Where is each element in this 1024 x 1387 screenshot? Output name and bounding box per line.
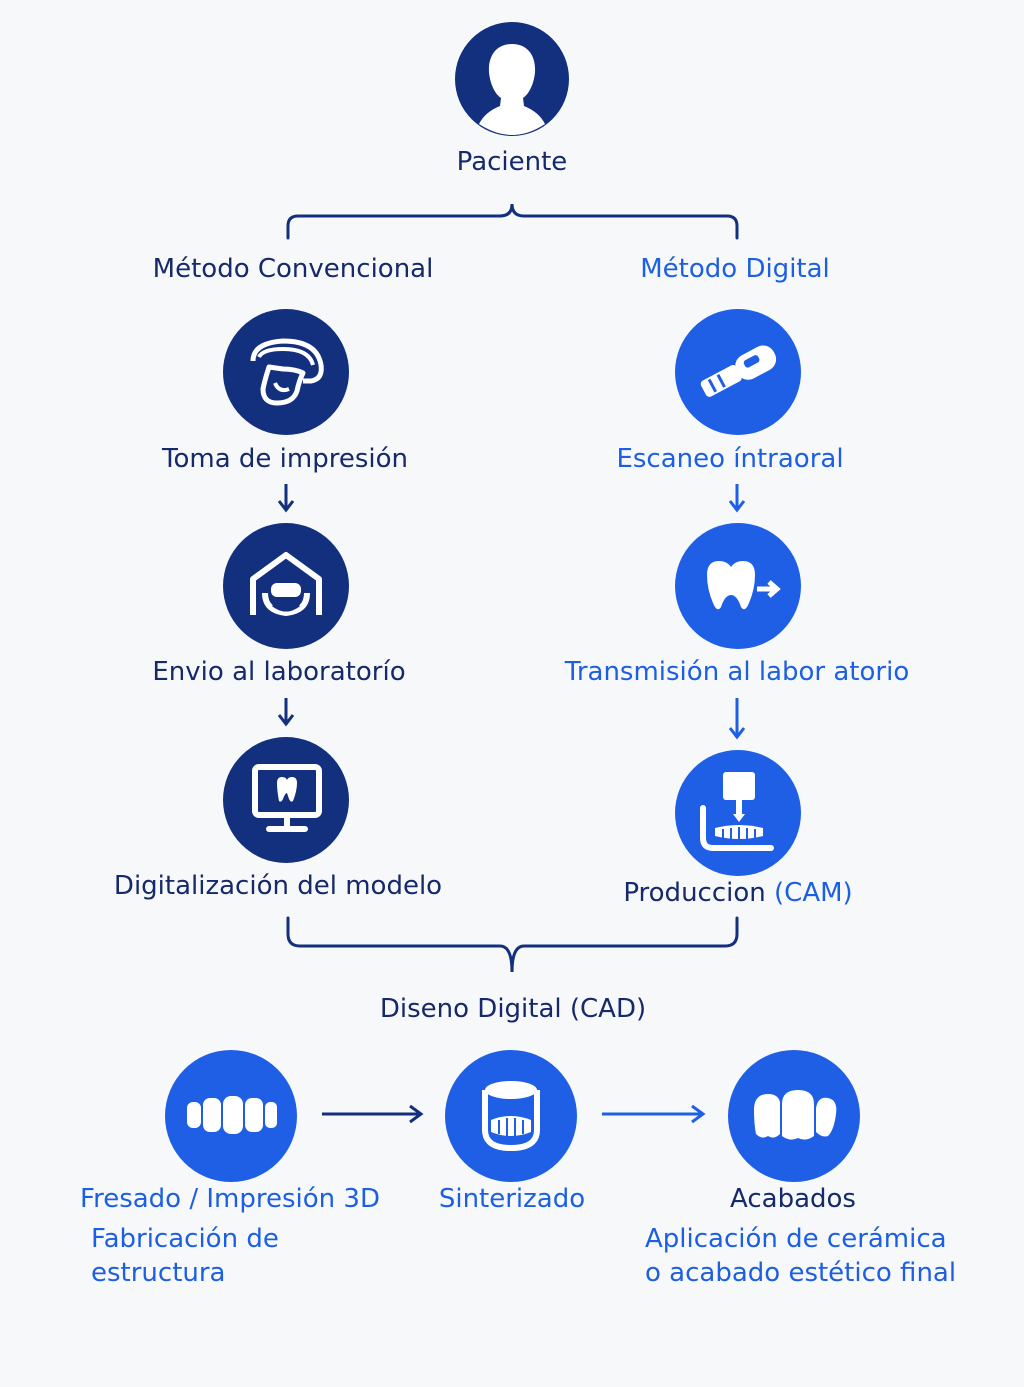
final-step-3-description: Aplicación de cerámica o acabado estétic…: [645, 1222, 956, 1290]
milling-machine-icon: [700, 772, 774, 851]
tooth-transfer-icon: [707, 561, 781, 610]
arrow-right-2: [602, 1104, 706, 1124]
bottom-brace: [286, 916, 739, 973]
digital-step-2: [675, 523, 801, 649]
digital-step-2-label: Transmisión al labor atorio: [564, 657, 910, 687]
final-step-1-label: Fresado / Impresión 3D: [80, 1184, 380, 1214]
digital-title: Método Digital: [640, 254, 830, 284]
digital-step-3-label: Produccion (CAM): [623, 880, 852, 906]
conventional-step-3: [223, 737, 349, 863]
intraoral-scanner-icon: [700, 345, 777, 397]
arrow-right-1: [322, 1104, 424, 1124]
description-line: Aplicación de cerámica: [645, 1224, 947, 1254]
final-step-2-label: Sinterizado: [438, 1184, 586, 1214]
teeth-row-icon: [187, 1096, 277, 1134]
dental-lab-icon: [250, 552, 322, 617]
top-brace: [286, 203, 739, 240]
conventional-step-2-label: Envio al laboratorío: [152, 657, 406, 687]
patient-label: Paciente: [456, 147, 568, 177]
person-icon: [479, 44, 545, 135]
conventional-title: Método Convencional: [152, 254, 434, 284]
monitor-tooth-icon: [252, 764, 322, 832]
final-step-3-label: Acabados: [730, 1184, 856, 1214]
arrow-down-conv-1: [277, 484, 295, 513]
arrow-down-dig-1: [728, 484, 746, 513]
description-line: o acabado estético final: [645, 1258, 957, 1288]
digital-step-1-label: Escaneo íntraoral: [616, 444, 844, 474]
final-step-2: [445, 1050, 577, 1182]
digital-step-1: [675, 309, 801, 435]
arrow-down-dig-2: [728, 698, 746, 740]
description-line: Fabricación de: [91, 1224, 279, 1254]
description-line: estructura: [91, 1258, 226, 1288]
arrow-down-conv-2: [277, 698, 295, 727]
digital-step-3: [675, 750, 801, 876]
sintered-crown-icon: [482, 1081, 540, 1152]
dental-tray-icon: [250, 338, 324, 406]
conventional-step-1-label: Toma de impresión: [162, 444, 408, 474]
final-step-1-description: Fabricación de estructura: [91, 1222, 279, 1290]
final-step-1: [165, 1050, 297, 1182]
conventional-step-2: [223, 523, 349, 649]
production-label-accent: (CAM): [774, 878, 853, 908]
conventional-step-3-label: Digitalización del modelo: [113, 871, 443, 901]
production-label-main: Produccion: [623, 878, 766, 908]
merge-label: Diseno Digital (CAD): [379, 994, 647, 1024]
finished-teeth-icon: [754, 1090, 837, 1140]
final-step-3: [728, 1050, 860, 1182]
patient-avatar: [455, 22, 569, 136]
conventional-step-1: [223, 309, 349, 435]
